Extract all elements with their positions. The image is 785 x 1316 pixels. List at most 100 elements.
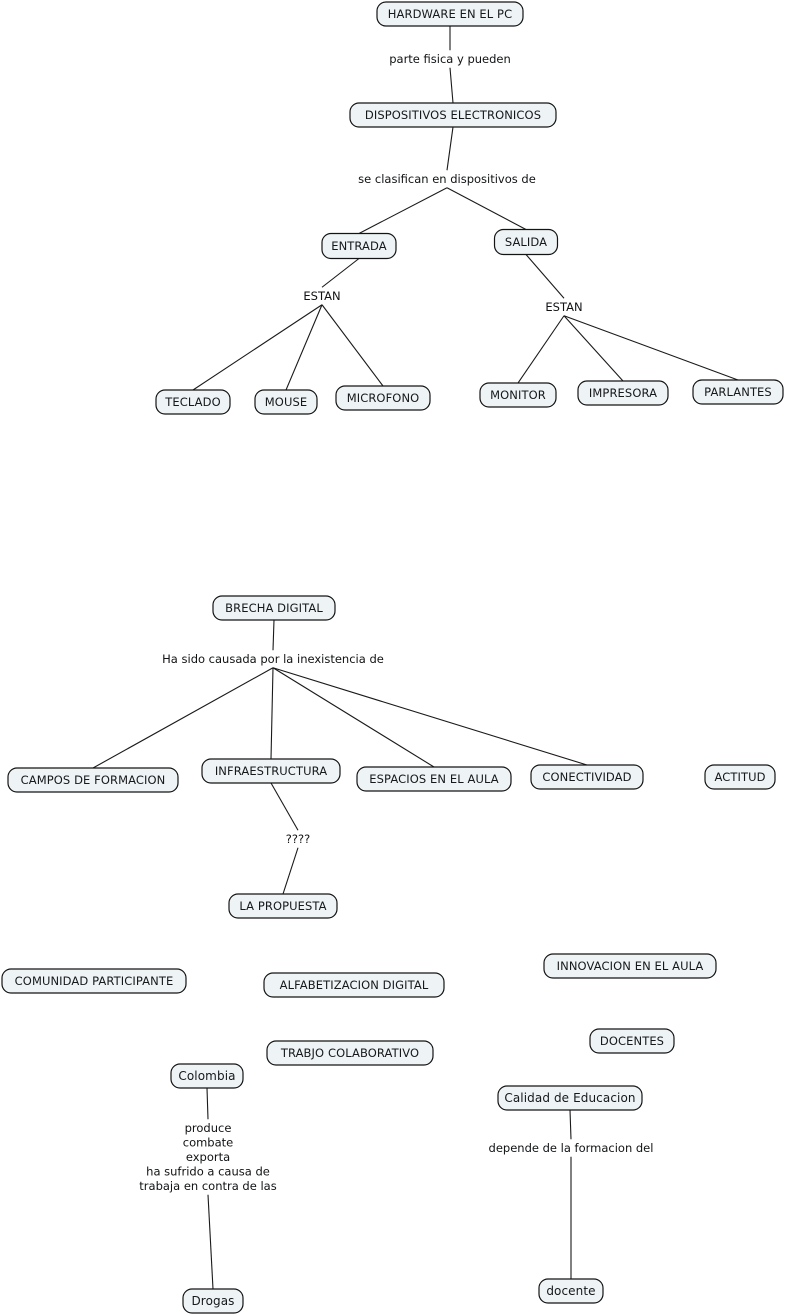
node-box: [589, 1028, 675, 1054]
node-box: [266, 1040, 434, 1066]
node-box: [356, 766, 512, 792]
node-box: [577, 380, 669, 406]
node-label: MOUSE: [265, 395, 307, 409]
node-actitud[interactable]: ACTITUD: [704, 764, 776, 790]
link-label-line: combate: [183, 1135, 234, 1149]
node-label: HARDWARE EN EL PC: [388, 7, 512, 21]
node-impresora[interactable]: IMPRESORA: [577, 380, 669, 406]
node-box: [1, 968, 187, 994]
link-label-line: se clasifican en dispositivos de: [358, 172, 536, 186]
node-docentes[interactable]: DOCENTES: [589, 1028, 675, 1054]
edge-l-clasifican-to-entrada: [358, 187, 448, 234]
node-box: [170, 1063, 244, 1089]
node-hardware-en-el-pc[interactable]: HARDWARE EN EL PC: [376, 1, 524, 27]
node-box: [376, 1, 524, 27]
node-label: BRECHA DIGITAL: [225, 601, 323, 615]
node-la-propuesta[interactable]: LA PROPUESTA: [228, 893, 338, 919]
link-label-line: parte fisica y pueden: [389, 52, 511, 66]
edge-l-estan-in-to-teclado: [192, 304, 323, 391]
node-box: [155, 389, 231, 415]
edge-calidad-to-l-depende: [569, 1109, 572, 1140]
edge-l-q-to-propuesta: [282, 847, 299, 895]
node-espacios-en-el-aula[interactable]: ESPACIOS EN EL AULA: [356, 766, 512, 792]
node-label: Drogas: [191, 1294, 234, 1308]
node-label: ENTRADA: [331, 239, 387, 253]
node-label: CAMPOS DE FORMACION: [21, 773, 166, 787]
node-label: DOCENTES: [600, 1034, 664, 1048]
edge-l-clasifican-to-salida: [446, 187, 527, 230]
edge-l-estan-out-to-parlantes: [563, 315, 739, 381]
node-box: [349, 102, 557, 128]
node-box: [263, 972, 445, 998]
edge-l-causada-to-conect: [272, 667, 588, 766]
node-box: [182, 1288, 244, 1314]
node-box: [335, 385, 431, 411]
node-innovacion-en-el-aula[interactable]: INNOVACION EN EL AULA: [543, 953, 717, 979]
link-label-line: trabaja en contra de las: [139, 1179, 276, 1193]
node-box: [7, 767, 179, 793]
edge-l-estan-out-to-impresora: [563, 315, 624, 382]
link-label-line: depende de la formacion del: [489, 1141, 654, 1155]
node-conectividad[interactable]: CONECTIVIDAD: [530, 764, 644, 790]
node-parlantes[interactable]: PARLANTES: [692, 379, 784, 405]
node-label: ESPACIOS EN EL AULA: [369, 772, 498, 786]
node-label: ALFABETIZACION DIGITAL: [280, 978, 429, 992]
node-drogas[interactable]: Drogas: [182, 1288, 244, 1314]
link-label-parte-fisica-y-pueden: parte fisica y pueden: [389, 52, 511, 66]
node-mouse[interactable]: MOUSE: [254, 389, 318, 415]
node-box: [201, 758, 341, 784]
node-label: CONECTIVIDAD: [542, 770, 631, 784]
node-label: SALIDA: [505, 235, 547, 249]
node-box: [479, 382, 557, 408]
node-label: PARLANTES: [704, 385, 772, 399]
node-box: [212, 595, 336, 621]
node-dispositivos-electronicos[interactable]: DISPOSITIVOS ELECTRONICOS: [349, 102, 557, 128]
node-salida[interactable]: SALIDA: [493, 228, 559, 256]
node-monitor[interactable]: MONITOR: [479, 382, 557, 408]
node-label: INNOVACION EN EL AULA: [557, 959, 704, 973]
node-label: TECLADO: [164, 395, 220, 409]
node-microfono[interactable]: MICROFONO: [335, 385, 431, 411]
edge-l-causada-to-espacios: [272, 667, 435, 768]
node-box: [543, 953, 717, 979]
edge-salida-to-l-estan-out: [525, 254, 565, 299]
node-docente[interactable]: docente: [538, 1278, 604, 1304]
edge-l-estan-in-to-mouse: [285, 304, 323, 391]
node-comunidad-participante[interactable]: COMUNIDAD PARTICIPANTE: [1, 968, 187, 994]
link-label-line: exporta: [186, 1150, 230, 1164]
node-campos-de-formacion[interactable]: CAMPOS DE FORMACION: [7, 767, 179, 793]
link-label-line: ESTAN: [545, 300, 582, 314]
edge-l-estan-in-to-microfono: [321, 304, 384, 387]
node-calidad-de-educacion[interactable]: Calidad de Educacion: [497, 1085, 643, 1111]
node-label: DISPOSITIVOS ELECTRONICOS: [365, 108, 541, 122]
link-label-line: produce: [185, 1121, 232, 1135]
edge-colombia-to-l-colombia: [206, 1087, 209, 1120]
edge-l-parte-to-dispositivos: [449, 67, 454, 104]
link-label-depende-de-la-formacion-del: depende de la formacion del: [489, 1141, 654, 1155]
link-label-estan: ESTAN: [303, 289, 340, 303]
node-colombia[interactable]: Colombia: [170, 1063, 244, 1089]
node-entrada[interactable]: ENTRADA: [321, 232, 397, 260]
edge-entrada-to-l-estan-in: [321, 258, 360, 288]
node-box: [493, 228, 559, 256]
node-infraestructura[interactable]: INFRAESTRUCTURA: [201, 758, 341, 784]
node-box: [321, 232, 397, 260]
node-label: Calidad de Educacion: [504, 1091, 635, 1105]
node-alfabetizacion-digital[interactable]: ALFABETIZACION DIGITAL: [263, 972, 445, 998]
node-brecha-digital[interactable]: BRECHA DIGITAL: [212, 595, 336, 621]
node-teclado[interactable]: TECLADO: [155, 389, 231, 415]
edge-dispositivos-to-l-clasifican: [446, 126, 454, 171]
node-label: INFRAESTRUCTURA: [215, 764, 327, 778]
node-label: MICROFONO: [347, 391, 420, 405]
node-label: TRABJO COLABORATIVO: [280, 1046, 419, 1060]
edges-layer: [92, 26, 739, 1290]
node-trabjo-colaborativo[interactable]: TRABJO COLABORATIVO: [266, 1040, 434, 1066]
node-box: [692, 379, 784, 405]
link-label-line: ha sufrido a causa de: [146, 1164, 270, 1178]
node-box: [254, 389, 318, 415]
edge-l-causada-to-campos: [92, 667, 274, 769]
link-label-estan: ESTAN: [545, 300, 582, 314]
